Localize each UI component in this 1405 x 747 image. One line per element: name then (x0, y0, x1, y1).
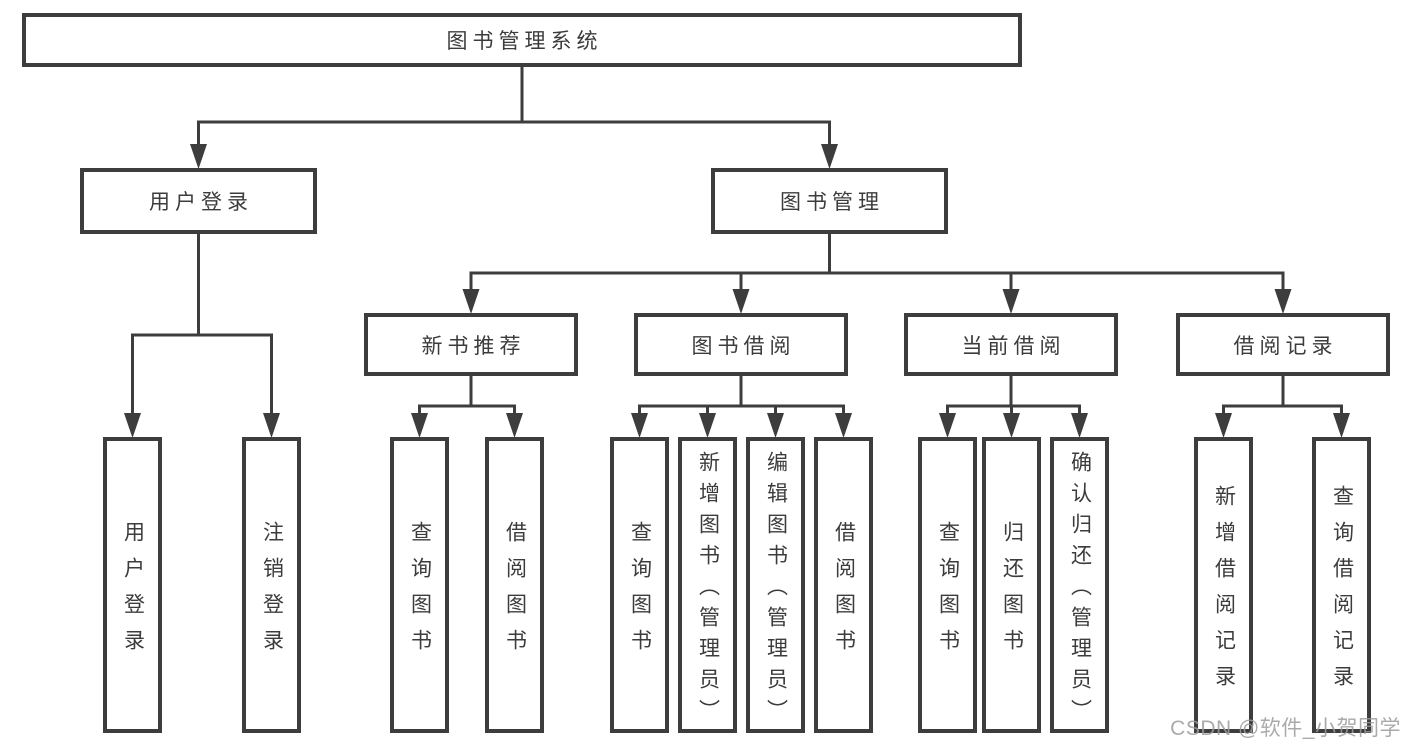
node-label: 用户登录 (149, 191, 253, 214)
node-label: 查询图书 (936, 520, 960, 665)
node-label: 用户登录 (121, 520, 145, 665)
node-label: 确认归还（管理员） (1068, 450, 1092, 730)
node-borrow-record: 借阅记录 (1176, 313, 1390, 376)
arrowhead (462, 289, 480, 314)
arrowhead (411, 413, 428, 438)
arrowhead (732, 289, 750, 314)
node-leaf-edit-book: 编辑图书（管理员） (746, 437, 805, 733)
node-leaf-add-borrow-record: 新增借阅记录 (1194, 437, 1253, 733)
arrowhead (835, 413, 852, 438)
node-label: 新增图书（管理员） (696, 450, 720, 730)
arrowhead (1002, 289, 1020, 314)
arrowhead (699, 413, 716, 438)
arrowhead (1215, 413, 1232, 438)
arrowhead (1274, 289, 1292, 314)
arrowhead (767, 413, 784, 438)
node-label: 查询图书 (408, 520, 432, 665)
arrowhead (190, 144, 207, 169)
arrowhead (1071, 413, 1088, 438)
node-label: 新增借阅记录 (1212, 484, 1236, 701)
node-book-mgmt: 图书管理 (711, 168, 948, 234)
node-leaf-query-book-2: 查询图书 (610, 437, 669, 733)
arrowhead (1003, 413, 1020, 438)
csdn-watermark: CSDN @软件_小贺同学 (1170, 717, 1401, 740)
arrowhead (124, 413, 141, 438)
node-label: 新书推荐 (421, 334, 526, 358)
node-label: 借阅记录 (1233, 334, 1338, 358)
node-leaf-query-book-3: 查询图书 (918, 437, 977, 733)
arrowhead (631, 413, 648, 438)
node-label: 借阅图书 (832, 520, 856, 665)
node-leaf-confirm-return: 确认归还（管理员） (1050, 437, 1109, 733)
node-leaf-query-book-1: 查询图书 (390, 437, 449, 733)
node-new-book-rec: 新书推荐 (364, 313, 578, 376)
arrowhead (263, 413, 280, 438)
node-label: 查询借阅记录 (1330, 484, 1354, 701)
node-label: 图书借阅 (691, 334, 796, 358)
arrowhead (506, 413, 523, 438)
node-current-borrow: 当前借阅 (904, 313, 1118, 376)
node-leaf-borrow-book-1: 借阅图书 (485, 437, 544, 733)
node-label: 注销登录 (260, 520, 284, 665)
node-leaf-add-book: 新增图书（管理员） (678, 437, 737, 733)
node-label: 当前借阅 (961, 334, 1066, 358)
node-leaf-user-login: 用户登录 (103, 437, 162, 733)
node-label: 图书管理 (780, 191, 884, 214)
node-label: 借阅图书 (503, 520, 527, 665)
node-label: 归还图书 (1000, 520, 1024, 665)
node-user-login: 用户登录 (80, 168, 317, 234)
node-leaf-logout: 注销登录 (242, 437, 301, 733)
node-leaf-return-book: 归还图书 (982, 437, 1041, 733)
node-leaf-borrow-book-2: 借阅图书 (814, 437, 873, 733)
arrowhead (939, 413, 956, 438)
node-label: 查询图书 (628, 520, 652, 665)
node-label: 编辑图书（管理员） (764, 450, 788, 730)
node-book-borrow: 图书借阅 (634, 313, 848, 376)
arrowhead (1333, 413, 1350, 438)
arrowhead (821, 144, 838, 169)
node-label: 图书管理系统 (446, 30, 603, 53)
node-leaf-query-borrow-record: 查询借阅记录 (1312, 437, 1371, 733)
node-root: 图书管理系统 (22, 13, 1022, 67)
